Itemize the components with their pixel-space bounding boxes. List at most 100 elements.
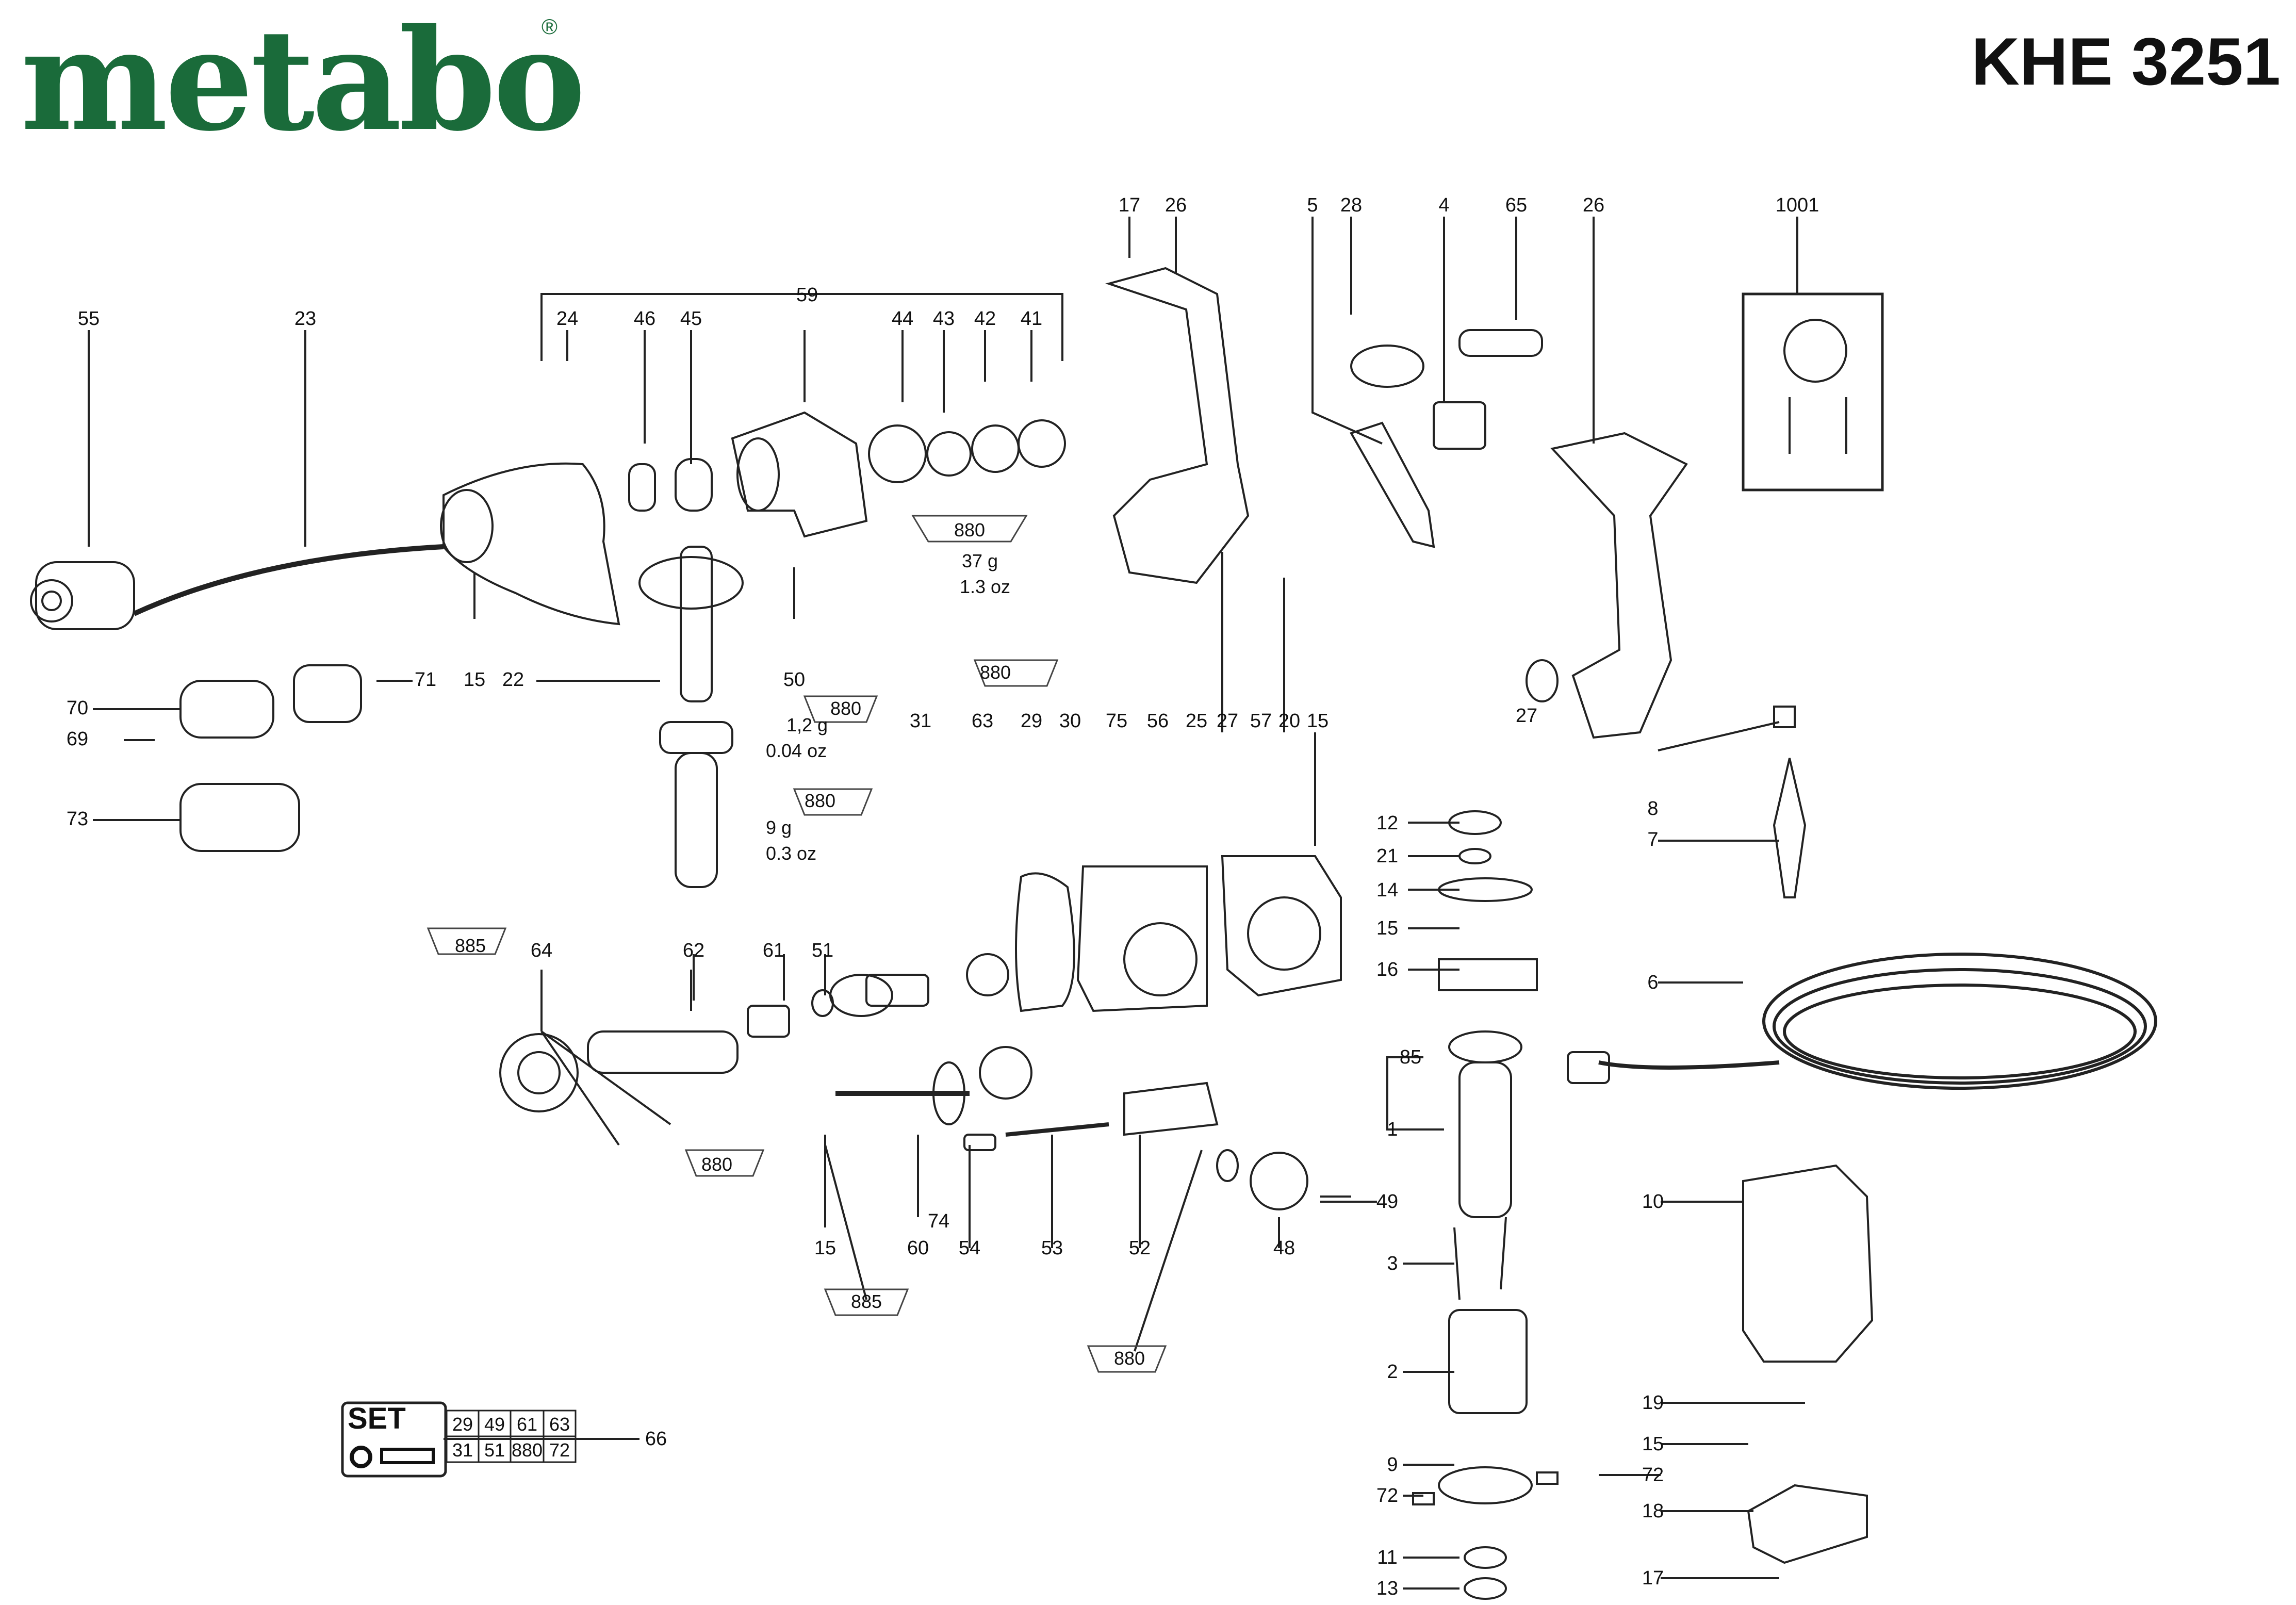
grease-tag-880-a: 880 bbox=[954, 519, 985, 541]
label-72-right: 72 bbox=[1642, 1464, 1664, 1486]
label-45: 45 bbox=[680, 308, 702, 330]
label-21: 21 bbox=[1376, 845, 1398, 867]
label-70: 70 bbox=[67, 697, 88, 719]
set-title: SET bbox=[348, 1402, 406, 1435]
grease-tag-880-f: 880 bbox=[1114, 1348, 1145, 1369]
label-41: 41 bbox=[1021, 308, 1042, 330]
grease-tag-880-b: 880 bbox=[980, 662, 1011, 683]
label-19: 19 bbox=[1642, 1392, 1664, 1414]
label-14: 14 bbox=[1376, 879, 1398, 901]
set-cell-63: 63 bbox=[549, 1414, 570, 1435]
label-71: 71 bbox=[415, 669, 436, 691]
metabo-logo: metabo bbox=[21, 0, 586, 162]
label-4: 4 bbox=[1438, 194, 1449, 216]
label-57: 57 bbox=[1250, 710, 1272, 732]
grease-amount-37g: 37 g bbox=[962, 550, 998, 571]
label-31: 31 bbox=[910, 710, 931, 732]
label-64: 64 bbox=[531, 940, 552, 961]
model-number: KHE 3251 bbox=[1971, 24, 2281, 99]
grease-tag-885-a: 885 bbox=[455, 935, 486, 956]
label-44: 44 bbox=[892, 308, 913, 330]
label-85: 85 bbox=[1400, 1046, 1421, 1068]
label-7: 7 bbox=[1647, 829, 1658, 850]
label-13: 13 bbox=[1376, 1578, 1398, 1599]
label-30: 30 bbox=[1059, 710, 1081, 732]
label-42: 42 bbox=[974, 308, 996, 330]
set-cell-49: 49 bbox=[484, 1414, 505, 1435]
label-15-b: 15 bbox=[1307, 710, 1329, 732]
label-15-e: 15 bbox=[1642, 1433, 1664, 1455]
label-55: 55 bbox=[78, 308, 100, 330]
set-cell-29: 29 bbox=[452, 1414, 473, 1435]
label-52: 52 bbox=[1129, 1237, 1151, 1259]
label-56: 56 bbox=[1147, 710, 1169, 732]
pin-icon bbox=[380, 1448, 435, 1464]
label-15-a: 15 bbox=[464, 669, 485, 691]
label-62: 62 bbox=[683, 940, 704, 961]
label-5: 5 bbox=[1307, 194, 1318, 216]
label-46: 46 bbox=[634, 308, 655, 330]
grease-amount-03oz: 0.3 oz bbox=[766, 843, 816, 864]
label-12: 12 bbox=[1376, 812, 1398, 834]
label-29: 29 bbox=[1021, 710, 1042, 732]
label-49: 49 bbox=[1376, 1191, 1398, 1213]
label-10: 10 bbox=[1642, 1191, 1664, 1213]
label-24: 24 bbox=[556, 308, 578, 330]
set-cell-51: 51 bbox=[484, 1439, 505, 1461]
label-2: 2 bbox=[1387, 1361, 1398, 1383]
grease-tag-880-c: 880 bbox=[830, 698, 861, 719]
set-cell-31: 31 bbox=[452, 1439, 473, 1461]
label-26-top-left: 26 bbox=[1165, 194, 1187, 216]
label-26-top-right: 26 bbox=[1583, 194, 1604, 216]
label-25: 25 bbox=[1186, 710, 1207, 732]
label-73: 73 bbox=[67, 808, 88, 830]
label-48: 48 bbox=[1273, 1237, 1295, 1259]
label-20: 20 bbox=[1278, 710, 1300, 732]
label-65: 65 bbox=[1505, 194, 1527, 216]
label-54: 54 bbox=[959, 1237, 980, 1259]
label-72-left: 72 bbox=[1376, 1485, 1398, 1506]
grease-tag-880-d: 880 bbox=[805, 790, 835, 811]
label-22: 22 bbox=[502, 669, 524, 691]
set-cell-880: 880 bbox=[512, 1439, 543, 1461]
label-74: 74 bbox=[928, 1210, 949, 1232]
label-28: 28 bbox=[1340, 194, 1362, 216]
label-63: 63 bbox=[972, 710, 993, 732]
label-53: 53 bbox=[1041, 1237, 1063, 1259]
set-cell-72: 72 bbox=[549, 1439, 570, 1461]
label-69: 69 bbox=[67, 728, 88, 750]
label-15-d: 15 bbox=[814, 1237, 836, 1259]
label-43: 43 bbox=[933, 308, 955, 330]
label-9: 9 bbox=[1387, 1454, 1398, 1476]
label-11: 11 bbox=[1377, 1547, 1397, 1568]
grease-amount-13oz: 1.3 oz bbox=[960, 576, 1010, 597]
label-16: 16 bbox=[1376, 959, 1398, 980]
label-27-right: 27 bbox=[1516, 705, 1537, 727]
label-23: 23 bbox=[294, 308, 316, 330]
label-50: 50 bbox=[783, 669, 805, 691]
grease-tag-885-b: 885 bbox=[851, 1291, 882, 1312]
label-8: 8 bbox=[1647, 798, 1658, 820]
label-61: 61 bbox=[763, 940, 784, 961]
o-ring-icon bbox=[350, 1446, 372, 1468]
label-18: 18 bbox=[1642, 1500, 1664, 1522]
label-66: 66 bbox=[645, 1428, 667, 1450]
set-cell-61: 61 bbox=[517, 1414, 537, 1435]
label-75: 75 bbox=[1106, 710, 1127, 732]
label-59: 59 bbox=[796, 284, 818, 306]
grease-amount-12g: 1,2 g bbox=[786, 714, 828, 735]
label-6: 6 bbox=[1647, 972, 1658, 993]
label-17-bottom: 17 bbox=[1642, 1567, 1664, 1589]
label-27-mid: 27 bbox=[1217, 710, 1238, 732]
label-17-top: 17 bbox=[1119, 194, 1140, 216]
label-1: 1 bbox=[1387, 1119, 1398, 1140]
grease-amount-004oz: 0.04 oz bbox=[766, 740, 827, 761]
label-60: 60 bbox=[907, 1237, 929, 1259]
label-1001: 1001 bbox=[1776, 194, 1819, 216]
label-51: 51 bbox=[812, 940, 833, 961]
registered-mark: ® bbox=[542, 14, 557, 39]
label-3: 3 bbox=[1387, 1253, 1398, 1274]
grease-amount-9g: 9 g bbox=[766, 817, 792, 838]
label-15-c: 15 bbox=[1376, 918, 1398, 939]
